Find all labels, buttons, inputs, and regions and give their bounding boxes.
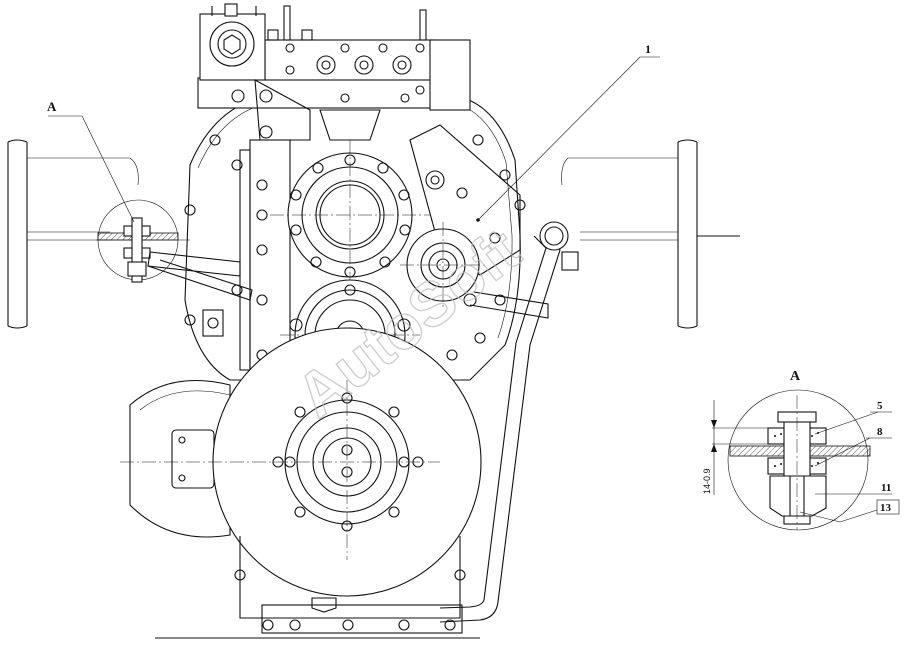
- dimension-label: 14-0.9: [702, 468, 712, 494]
- housing-bolts: [184, 134, 506, 361]
- callout-5-label: 5: [877, 400, 883, 412]
- gearbox-housing: [184, 3, 526, 381]
- flywheel: [120, 327, 482, 639]
- detail-view-a: A 14-0.9 5 8 11: [702, 369, 900, 531]
- view-a-title: A: [790, 369, 801, 384]
- valve-ports: [231, 5, 427, 103]
- callout-8-label: 8: [877, 426, 883, 438]
- callout-1: 1: [476, 42, 660, 222]
- callout-1-label: 1: [645, 42, 651, 56]
- callout-13-label: 13: [880, 502, 892, 514]
- left-frame-rail: [7, 139, 139, 329]
- view-a-leader: A: [47, 99, 135, 223]
- right-frame-rail: [561, 139, 740, 329]
- view-a-marker: A: [47, 99, 57, 114]
- callout-11-label: 11: [881, 482, 891, 494]
- pump-pulley: [400, 222, 488, 308]
- detail-circle-left: [96, 199, 190, 283]
- upper-flange: [270, 140, 430, 290]
- mount-arm-left: [147, 251, 253, 337]
- oil-pipe: [439, 221, 579, 623]
